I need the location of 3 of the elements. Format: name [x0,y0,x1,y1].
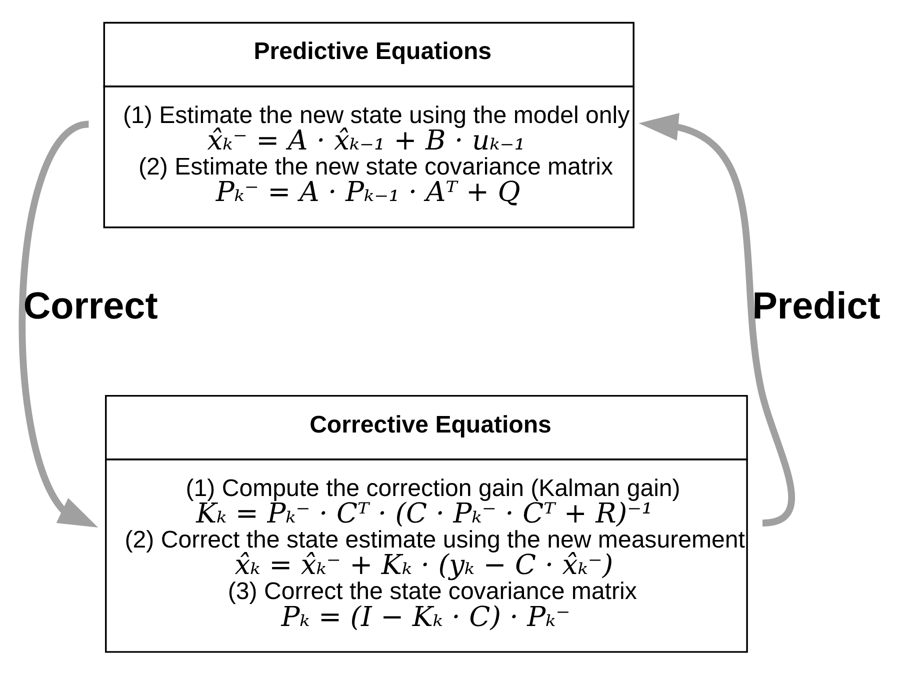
edge-label: Predict [752,286,880,328]
edge-label: Correct [22,286,158,328]
arrow [18,120,98,528]
